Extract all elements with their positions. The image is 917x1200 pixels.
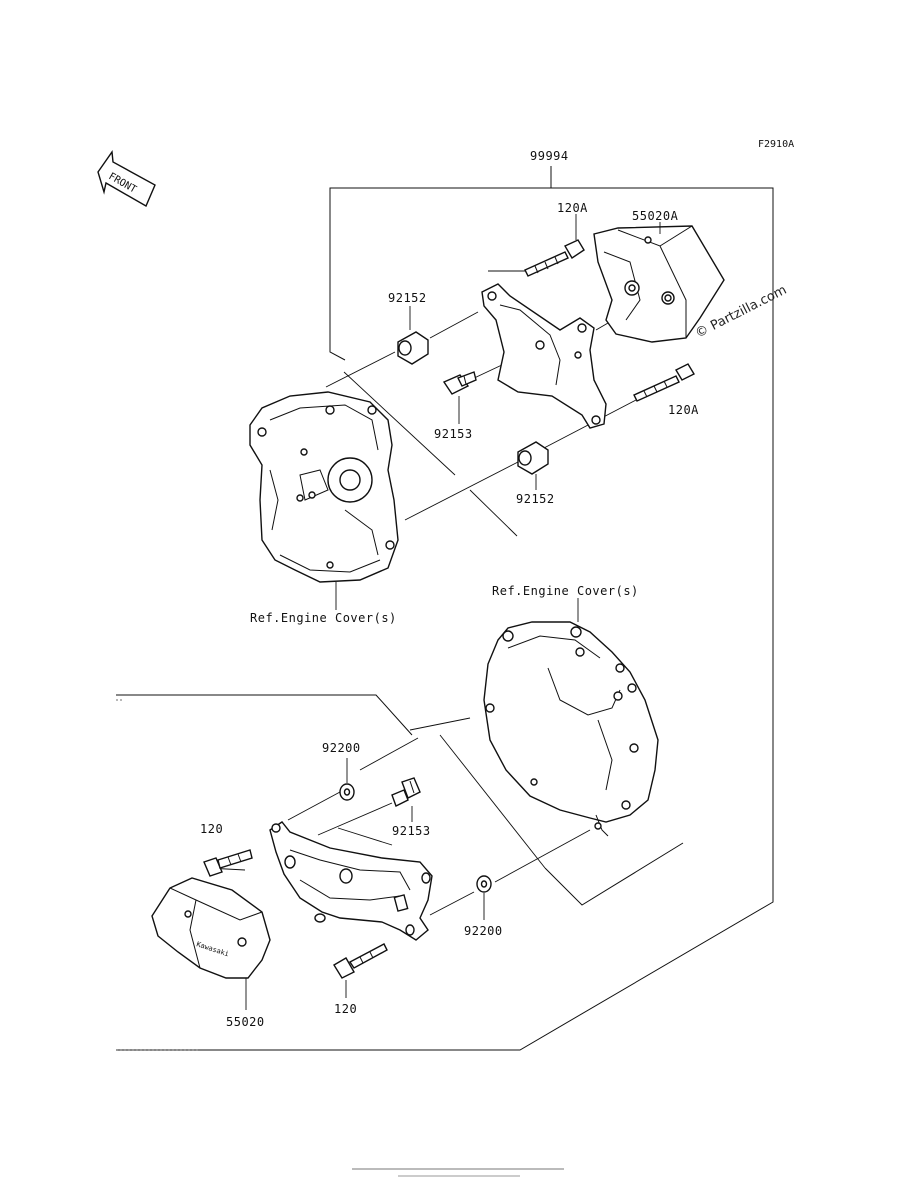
slider-55020a <box>593 225 725 343</box>
bolt-label-120a-right: 120A <box>668 403 699 417</box>
assembly-bracket <box>116 166 774 1051</box>
washer-label-92200-right: 92200 <box>464 924 503 938</box>
washer-92200-right <box>476 875 492 893</box>
assembly-number: 99994 <box>530 149 569 163</box>
lower-engine-cover <box>483 621 659 837</box>
lower-frame <box>116 694 684 906</box>
washer-label-92200-top: 92200 <box>322 741 361 755</box>
collar-label-bottom: 92152 <box>516 492 555 506</box>
collar-92152-bottom <box>517 441 549 475</box>
footer-copyright <box>352 1168 564 1177</box>
bolt-label-120-bottom: 120 <box>334 1002 357 1016</box>
ref-engine-cover-left: Ref.Engine Cover(s) <box>250 611 397 625</box>
front-arrow-icon: FRONT <box>97 150 156 207</box>
ref-engine-cover-right: Ref.Engine Cover(s) <box>492 584 639 598</box>
slider-label-55020a: 55020A <box>632 209 679 223</box>
bolt-92153-top <box>442 371 477 395</box>
slider-55020: Kawasaki <box>151 877 271 979</box>
upper-bracket-plate <box>481 283 607 429</box>
bolt-92153-bottom <box>391 777 421 807</box>
bolt-label-92153-top: 92153 <box>434 427 473 441</box>
bolt-120-bottom <box>333 943 388 979</box>
alignment-lines <box>207 270 637 916</box>
lower-bracket-plate <box>269 821 433 941</box>
bolt-120a-right <box>633 363 695 402</box>
slider-label-55020: 55020 <box>226 1015 265 1029</box>
bolt-120-left <box>203 849 253 877</box>
bolt-120a-top <box>524 239 585 277</box>
bolt-label-120a-top: 120A <box>557 201 588 215</box>
collar-label-top: 92152 <box>388 291 427 305</box>
bolt-label-92153-bottom: 92153 <box>392 824 431 838</box>
collar-92152-top <box>397 331 429 365</box>
upper-engine-cover <box>249 391 399 583</box>
figure-code: F2910A <box>758 139 794 150</box>
washer-92200-top <box>339 783 355 801</box>
bolt-label-120-left: 120 <box>200 822 223 836</box>
